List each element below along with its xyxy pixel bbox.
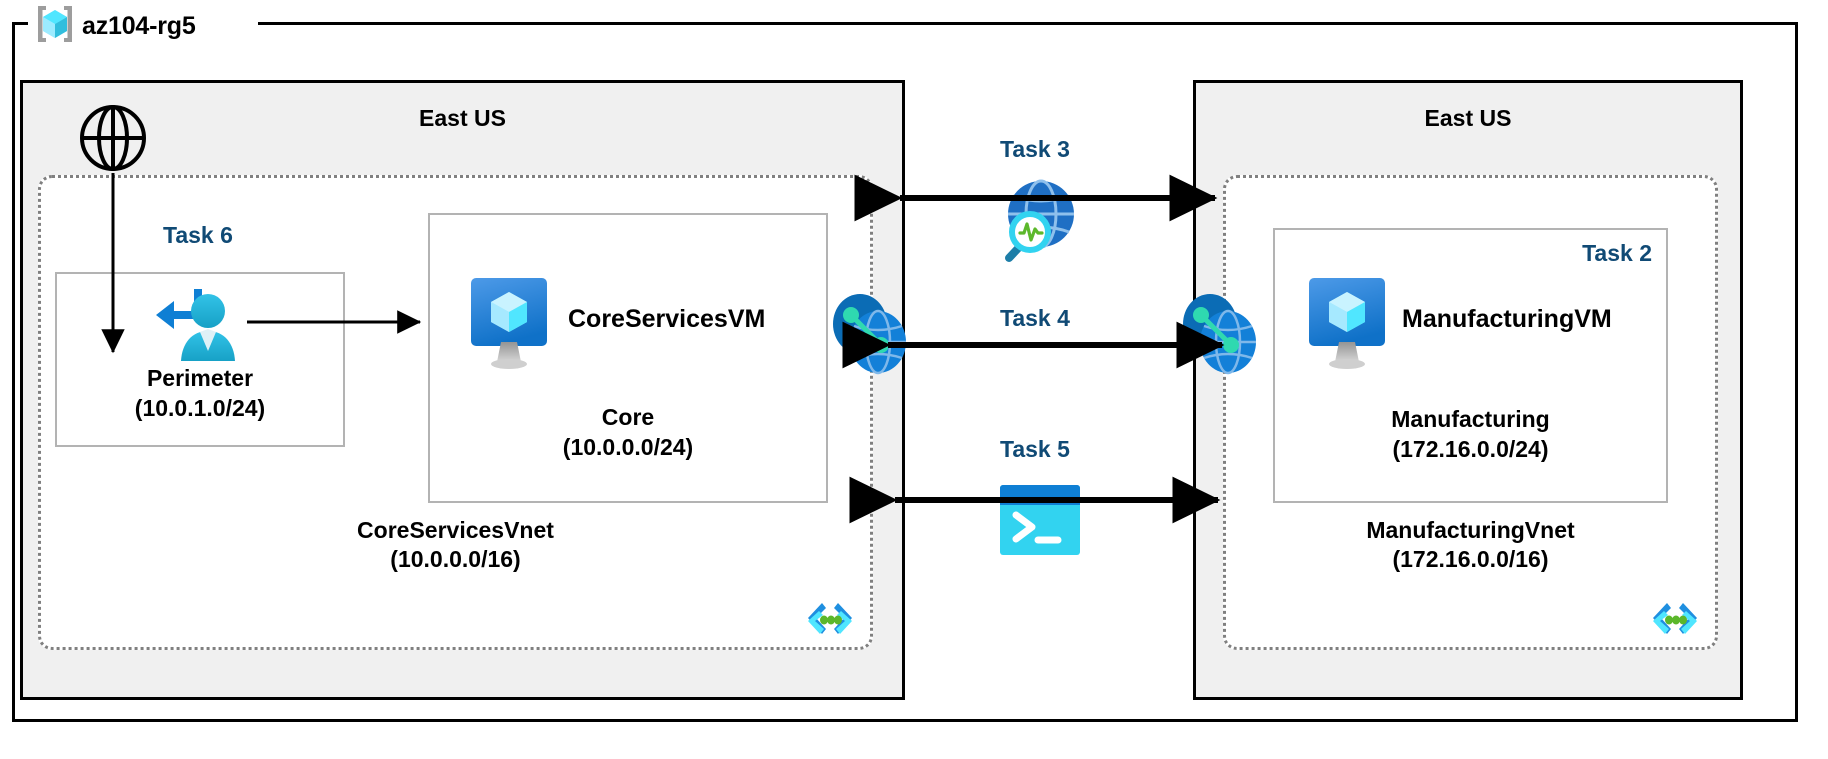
vnet-peering-icon [1176,292,1264,378]
subnet-manufacturing-label: Manufacturing (172.16.0.0/24) [1391,406,1550,462]
region-title-right: East US [1424,105,1512,131]
task-label-2: Task 2 [1582,240,1652,266]
azure-resource-group-icon [32,1,78,52]
task-label-4: Task 4 [1000,305,1070,331]
virtual-network-icon [1647,599,1703,639]
vm-name-manufacturing: ManufacturingVM [1402,305,1612,333]
subnet-perimeter: Perimeter (10.0.1.0/24) [55,272,345,447]
network-watcher-icon [985,176,1083,268]
region-title-left: East US [419,105,506,131]
task-label-6: Task 6 [163,222,233,248]
virtual-machine-icon [467,276,551,372]
vnet-coreservices-name: CoreServicesVnet (10.0.0.0/16) [357,517,554,573]
user-inbound-icon [150,285,242,373]
internet-globe-icon [78,103,148,173]
virtual-network-icon [802,599,858,639]
subnet-perimeter-label: Perimeter (10.0.1.0/24) [134,365,266,421]
vnet-peering-icon [826,292,914,378]
subnet-core-label: Core (10.0.0.0/24) [562,404,694,460]
task-label-5: Task 5 [1000,436,1070,462]
vnet-manufacturing-name: ManufacturingVnet (172.16.0.0/16) [1366,517,1575,573]
resource-group-header: az104-rg5 [32,2,196,50]
virtual-machine-icon [1305,276,1389,372]
resource-group-frame [12,22,1798,722]
subnet-core: Core (10.0.0.0/24) [428,213,828,503]
resource-group-name: az104-rg5 [82,11,196,40]
task-label-3: Task 3 [1000,136,1070,162]
vm-name-coreservices: CoreServicesVM [568,305,766,333]
cloud-shell-icon [1000,485,1080,555]
